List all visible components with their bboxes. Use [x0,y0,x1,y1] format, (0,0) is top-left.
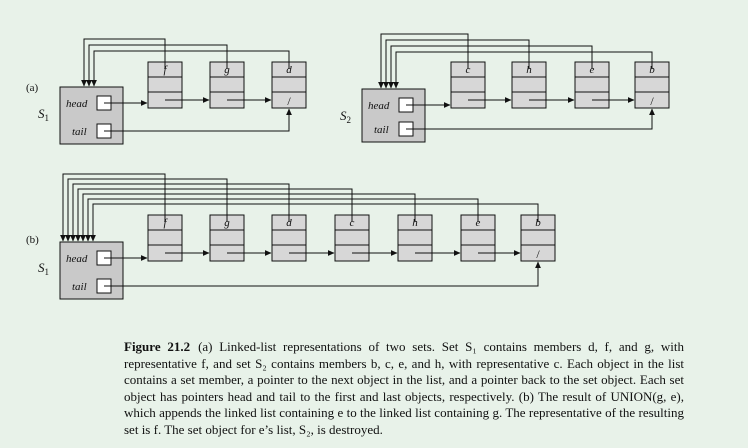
node-member-label: c [466,64,471,76]
back-pointer-arrow [60,173,166,242]
back-pointer-arrow [90,203,539,242]
back-pointer-arrow [80,193,416,242]
node-member-label: d [286,217,292,229]
head-label: head [368,100,390,112]
tail-label: tail [72,281,87,293]
list-node: e [388,45,635,109]
figure-label: Figure 21.2 [124,339,191,354]
back-pointer-arrow [85,198,479,242]
back-pointer-arrow [75,188,353,242]
list-node: f [81,38,210,109]
node-member-label: f [163,217,168,229]
node-member-label: b [535,217,541,229]
list-node-box [520,214,556,262]
list-node: h [383,39,575,109]
set-object [361,88,426,143]
back-pointer-arrow [70,183,290,242]
node-member-label: b [649,64,655,76]
list-node: b/ [90,203,556,262]
back-pointer-arrow [86,44,228,87]
list-node: d [70,183,335,262]
caption-text: (a) Linked-list representations of two s… [124,339,684,437]
list-node: g [65,178,272,262]
node-member-label: d [286,64,292,76]
list-node: g [86,44,272,109]
null-pointer: / [650,94,654,108]
list-node: f [60,173,210,262]
node-member-label: h [412,217,418,229]
back-pointer-arrow [393,51,653,89]
tail-pointer-arrow [104,108,292,132]
tail-pointer-arrow [104,261,541,287]
tail-label: tail [374,124,389,136]
node-member-label: g [224,217,230,229]
back-pointer-arrow [91,50,290,87]
null-pointer: / [536,247,540,261]
node-member-label: h [526,64,532,76]
set-object [59,241,124,300]
back-pointer-arrow [65,178,228,242]
set-name-label: S1 [38,106,49,123]
set-object [59,86,124,145]
figure-caption: Figure 21.2(a) Linked-list representatio… [124,339,684,439]
panel-label: (b) [26,234,39,246]
list-node: b/ [393,51,670,109]
list-node: d/ [91,50,307,109]
node-member-label: c [350,217,355,229]
head-label: head [66,98,88,110]
null-pointer: / [287,94,291,108]
back-pointer-arrow [388,45,593,89]
set-name-label: S2 [340,108,351,125]
back-pointer-arrow [383,39,530,89]
node-member-label: g [224,64,230,76]
panel-label: (a) [26,82,39,94]
tail-label: tail [72,126,87,138]
list-node: c [75,188,398,262]
back-pointer-arrow [81,38,166,87]
node-member-label: e [590,64,595,76]
list-node: e [85,198,521,262]
node-member-label: e [476,217,481,229]
set-name-label: S1 [38,260,49,277]
list-node: c [378,33,512,109]
tail-pointer-arrow [406,108,655,130]
head-label: head [66,253,88,265]
list-node: h [80,193,461,262]
node-member-label: f [163,64,168,76]
list-node-box [271,61,307,109]
